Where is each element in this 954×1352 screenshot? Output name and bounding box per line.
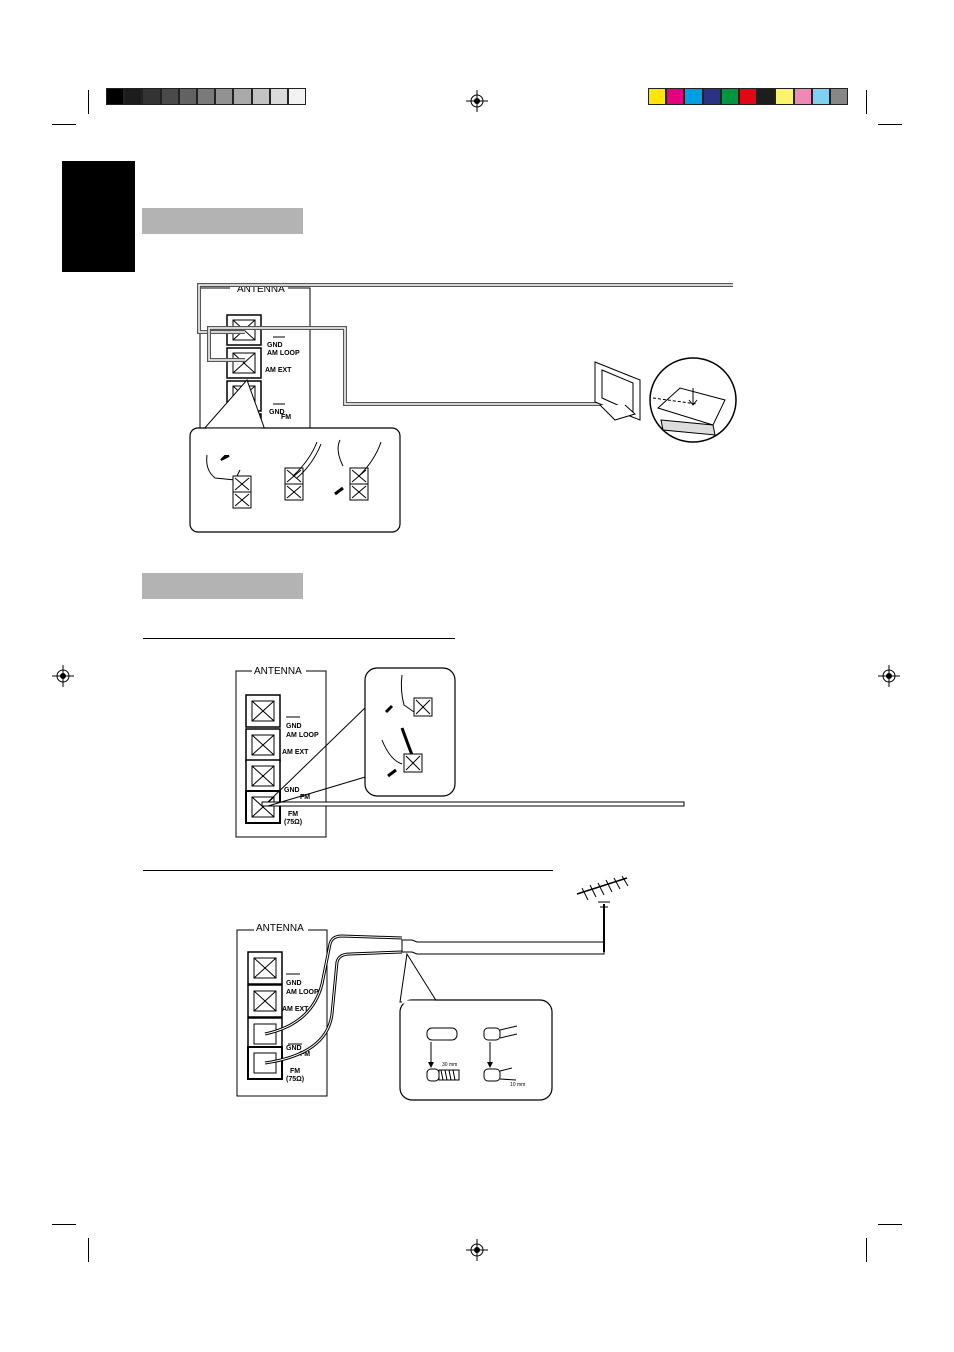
grayscale-swatch <box>233 88 252 105</box>
color-swatch <box>739 88 758 105</box>
am-loop-terminal[interactable] <box>245 728 281 762</box>
color-swatch <box>720 88 739 105</box>
am-loop-terminal[interactable] <box>226 347 262 379</box>
gnd-fm-label: GND <box>286 1045 302 1052</box>
am-section-heading-bar <box>142 208 303 234</box>
am-loop-label: AM LOOP <box>267 350 300 357</box>
registration-target <box>878 665 900 687</box>
registration-target <box>466 1239 488 1261</box>
color-swatch <box>811 88 830 105</box>
coax-strip-step: 30 mm <box>426 1027 460 1082</box>
gnd-terminal[interactable] <box>247 951 283 985</box>
am-ext-terminal[interactable] <box>245 759 281 793</box>
crop-mark <box>878 1224 902 1225</box>
grayscale-swatch <box>251 88 270 105</box>
grayscale-swatch <box>178 88 197 105</box>
am-loop-terminal[interactable] <box>247 984 283 1018</box>
fm-wire-subsection-rule <box>143 638 455 639</box>
antenna-label: ANTENNA <box>256 923 304 934</box>
grayscale-swatch <box>215 88 234 105</box>
connector-detail <box>649 357 737 443</box>
antenna-label: ANTENNA <box>254 666 302 677</box>
fm-short-label: FM <box>281 414 291 421</box>
crop-mark <box>52 1224 76 1225</box>
step-1-press-lever <box>206 454 252 509</box>
gnd-label: GND <box>267 342 283 349</box>
grayscale-swatch <box>288 88 307 105</box>
fm-short-label: FM <box>300 1051 310 1058</box>
fm-short-label: FM <box>300 794 310 801</box>
color-swatch <box>684 88 703 105</box>
crop-mark <box>52 124 76 125</box>
am-loop-label: AM LOOP <box>286 732 319 739</box>
impedance-label: (75Ω) <box>286 1076 304 1083</box>
color-swatch <box>702 88 721 105</box>
color-swatch <box>757 88 776 105</box>
color-swatch <box>793 88 812 105</box>
registration-target <box>52 665 74 687</box>
grayscale-swatch <box>142 88 161 105</box>
gnd-fm-label: GND <box>284 787 300 794</box>
color-swatch <box>666 88 685 105</box>
step-3-release-lever <box>334 439 382 501</box>
fm-step-insert <box>381 727 423 778</box>
gnd-label: GND <box>286 723 302 730</box>
registration-target <box>466 90 488 112</box>
gnd-label: GND <box>286 980 302 987</box>
grayscale-swatch <box>197 88 216 105</box>
grayscale-swatch <box>160 88 179 105</box>
coaxial-cable <box>401 939 605 955</box>
fm-outdoor-antenna-diagram: ANTENNA GND AM LOOP AM EXT GND FM FM (75… <box>236 875 629 1101</box>
fm-wire <box>261 801 685 807</box>
crop-mark <box>878 124 902 125</box>
color-swatch <box>775 88 794 105</box>
am-antenna-diagram: ANTENNA GND AM LOOP AM EXT GND FM <box>189 283 737 533</box>
strip-length-30: 30 mm <box>442 1062 457 1068</box>
impedance-label: (75Ω) <box>284 819 302 826</box>
am-loop-antenna <box>594 361 641 421</box>
fm-wire-antenna-diagram: ANTENNA GND AM LOOP AM EXT GND FM FM (75… <box>235 664 685 838</box>
am-loop-label: AM LOOP <box>286 989 319 996</box>
feeder-strip-step: 10 mm <box>483 1025 525 1088</box>
step-2-insert-wire <box>284 441 322 501</box>
crop-mark <box>88 1238 89 1262</box>
crop-mark <box>866 90 867 114</box>
color-swatch <box>830 88 849 105</box>
grayscale-swatch <box>124 88 143 105</box>
gnd-terminal[interactable] <box>245 694 281 728</box>
am-ext-label: AM EXT <box>265 367 292 374</box>
grayscale-swatch <box>106 88 125 105</box>
fm-section-heading-bar <box>142 573 303 599</box>
am-ext-label: AM EXT <box>282 1006 309 1013</box>
color-swatch <box>648 88 667 105</box>
crop-mark <box>88 90 89 114</box>
outdoor-antenna <box>576 875 629 952</box>
antenna-label: ANTENNA <box>237 284 285 295</box>
strip-length-10: 10 mm <box>510 1082 525 1088</box>
fm-outdoor-subsection-rule <box>143 870 553 871</box>
gnd-fm-label: GND <box>269 409 285 416</box>
language-tab <box>62 161 135 272</box>
fm-label: FM <box>290 1068 300 1075</box>
crop-mark <box>866 1238 867 1262</box>
fm-step-press <box>384 674 433 717</box>
am-ext-label: AM EXT <box>282 749 309 756</box>
fm-label: FM <box>288 811 298 818</box>
grayscale-swatch <box>269 88 288 105</box>
